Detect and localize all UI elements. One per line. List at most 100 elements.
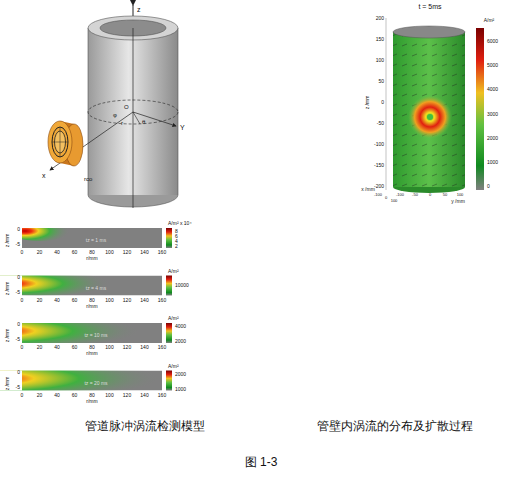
- label-text: 60: [72, 250, 78, 255]
- label-text: 40: [54, 298, 60, 303]
- label-text: -5: [16, 290, 20, 295]
- label-text: 120: [123, 393, 131, 398]
- label-text: 0: [487, 184, 490, 189]
- label-text: 0: [17, 322, 20, 327]
- label-text: tz = 10 ms: [84, 333, 107, 338]
- label-text: -50: [377, 121, 384, 126]
- label-text: tz = 4 ms: [86, 286, 106, 291]
- label-text: rco: [84, 176, 92, 182]
- label-text: 管道脉冲涡流检测模型: [85, 420, 205, 432]
- label-text: 3000: [487, 112, 498, 117]
- label-text: r/mm: [86, 304, 97, 309]
- eddy-strips: [0, 208, 172, 411]
- figure-caption: 图 1-3: [245, 456, 278, 468]
- label-text: 0: [21, 250, 24, 255]
- label-text: Y: [180, 124, 185, 131]
- label-text: 160: [158, 250, 166, 255]
- label-text: 1000: [487, 160, 498, 165]
- label-text: -5: [16, 385, 20, 390]
- label-text: 80: [89, 298, 95, 303]
- label-text: 120: [123, 298, 131, 303]
- label-text: 20: [37, 298, 43, 303]
- label-text: 6000: [487, 39, 498, 44]
- label-text: -100: [374, 193, 382, 197]
- label-text: 120: [123, 250, 131, 255]
- label-text: 20: [37, 345, 43, 350]
- label-text: 5000: [487, 63, 498, 68]
- label-text: 40: [54, 250, 60, 255]
- label-text: x: [42, 172, 46, 179]
- label-text: z: [137, 6, 141, 13]
- label-text: 50: [378, 79, 384, 84]
- label-text: 100: [105, 298, 113, 303]
- label-text: -200: [374, 184, 384, 189]
- label-text: 10000: [175, 283, 189, 288]
- label-text: 80: [89, 250, 95, 255]
- label-text: O: [124, 104, 129, 110]
- label-text: 4000: [487, 87, 498, 92]
- label-text: y /mm: [451, 199, 465, 204]
- label-text: 160: [158, 345, 166, 350]
- label-text: 0: [21, 345, 24, 350]
- label-text: A/m²: [168, 364, 179, 369]
- label-text: 0: [17, 275, 20, 280]
- label-text: A/m²: [168, 316, 179, 321]
- label-text: 0: [385, 196, 387, 200]
- label-text: A/m²: [168, 269, 179, 274]
- label-text: 120: [123, 345, 131, 350]
- label-text: 80: [89, 345, 95, 350]
- label-text: 200: [376, 16, 384, 21]
- label-text: 100: [376, 58, 384, 63]
- label-text: r/mm: [86, 256, 97, 261]
- label-text: 100: [391, 199, 398, 203]
- label-text: 100: [105, 345, 113, 350]
- label-text: 100: [105, 250, 113, 255]
- label-text: 60: [72, 345, 78, 350]
- label-text: θ: [142, 119, 145, 125]
- label-text: 140: [140, 250, 148, 255]
- label-text: 100: [105, 393, 113, 398]
- label-text: z /mm: [5, 376, 10, 390]
- label-text: A/m² x 10⁴: [168, 221, 192, 226]
- label-text: 140: [140, 298, 148, 303]
- label-text: 80: [89, 393, 95, 398]
- label-text: -100: [396, 193, 404, 197]
- label-text: -5: [16, 337, 20, 342]
- label-text: 40: [54, 345, 60, 350]
- label-text: 140: [140, 345, 148, 350]
- label-text: 0: [21, 393, 24, 398]
- label-text: 60: [72, 393, 78, 398]
- label-text: tz = 1 ms: [86, 238, 106, 243]
- label-text: r: [121, 120, 123, 126]
- label-text: A/m²: [484, 18, 495, 23]
- label-text: z /mm: [5, 281, 10, 295]
- label-text: z /mm: [5, 329, 10, 343]
- label-text: 160: [158, 298, 166, 303]
- label-text: 40: [54, 393, 60, 398]
- label-text: 管壁内涡流的分布及扩散过程: [317, 420, 473, 432]
- label-text: 4000: [175, 324, 186, 329]
- label-text: 0: [17, 227, 20, 232]
- label-text: 100: [457, 193, 464, 197]
- label-text: 2000: [487, 136, 498, 141]
- label-text: φ: [113, 112, 117, 118]
- label-text: 50: [443, 193, 447, 197]
- label-text: 60: [72, 298, 78, 303]
- label-text: 0: [21, 298, 24, 303]
- label-text: 20: [37, 393, 43, 398]
- label-text: 20: [37, 250, 43, 255]
- label-text: z /mm: [365, 96, 370, 110]
- label-text: -100: [374, 142, 384, 147]
- label-text: t = 5ms: [418, 3, 441, 10]
- label-text: tz = 20 ms: [84, 381, 107, 386]
- label-text: r/mm: [86, 399, 97, 404]
- label-text: r/mm: [86, 351, 97, 356]
- label-text: 0: [17, 370, 20, 375]
- label-text: 140: [140, 393, 148, 398]
- label-text: 2: [175, 244, 178, 249]
- label-text: 2000: [175, 372, 186, 377]
- label-text: -150: [374, 163, 384, 168]
- label-text: 150: [376, 37, 384, 42]
- label-text: 160: [158, 393, 166, 398]
